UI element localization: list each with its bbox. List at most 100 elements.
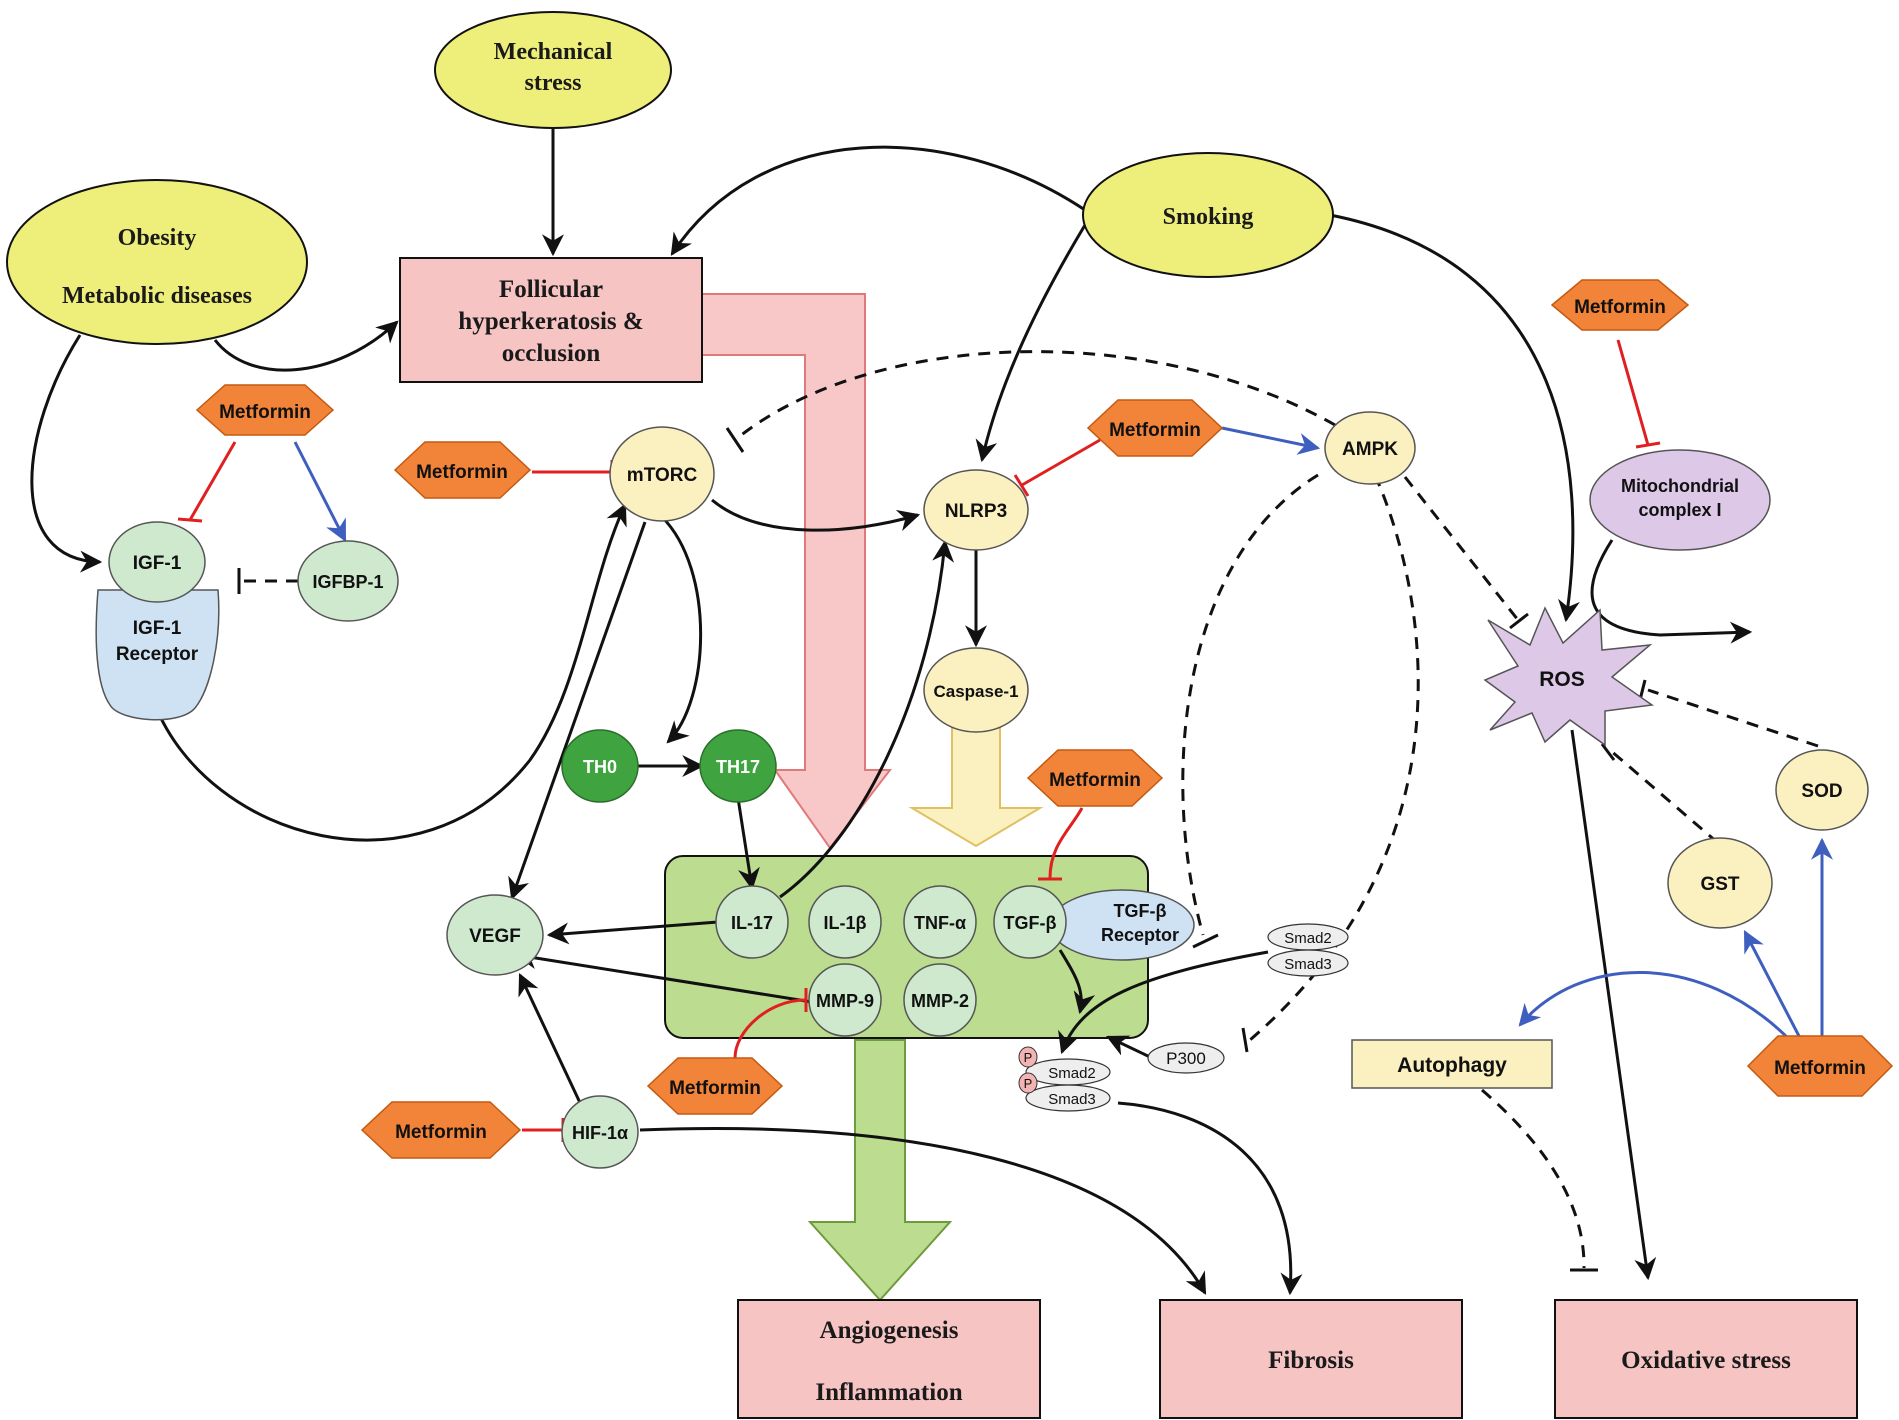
sod-inhibits-ros-line	[1647, 688, 1819, 748]
caspase-to-box-block-arrow	[908, 727, 1044, 848]
svg-text:Oxidative stress: Oxidative stress	[1621, 1347, 1791, 1374]
svg-text:Smad2: Smad2	[1048, 1065, 1096, 1082]
svg-text:Smad3: Smad3	[1284, 956, 1332, 973]
follicular-hyperkeratosis-box: Follicular hyperkeratosis & occlusion	[399, 257, 703, 383]
svg-text:VEGF: VEGF	[469, 926, 521, 947]
ros-node: ROS	[1483, 606, 1655, 747]
ampk-inhibits-ros-line	[1403, 476, 1520, 621]
obesity-to-follicular-arrow	[213, 320, 399, 372]
metformin-inhibits-nlrp3-line	[1021, 438, 1101, 487]
svg-text:Metabolic diseases: Metabolic diseases	[62, 283, 252, 309]
svg-text:TH17: TH17	[716, 757, 760, 777]
svg-text:Caspase-1: Caspase-1	[933, 682, 1018, 701]
p300-to-psmad-arrow	[1106, 1035, 1151, 1059]
svg-text:Obesity: Obesity	[118, 225, 197, 251]
igf-receptor-to-mtorc-arrow	[153, 503, 627, 842]
metformin-activations	[293, 426, 1833, 1042]
metformin-inhibitions	[177, 339, 1661, 1142]
svg-text:occlusion: occlusion	[502, 340, 601, 367]
mechanical-stress-node: Mechanical stress	[434, 11, 672, 129]
svg-text:TGF-β: TGF-β	[1114, 901, 1167, 921]
mtorc-node: mTORC	[609, 426, 715, 522]
il17-node: IL-17	[715, 885, 789, 959]
autophagy-box: Autophagy	[1351, 1039, 1553, 1089]
svg-text:Angiogenesis: Angiogenesis	[820, 1317, 959, 1344]
svg-text:P: P	[1024, 1050, 1033, 1065]
svg-text:Metformin: Metformin	[395, 1122, 487, 1143]
metformin-antioxidant-hex: Metformin	[1746, 1035, 1894, 1097]
svg-text:SOD: SOD	[1801, 781, 1842, 802]
mmp9-to-vegf-arrow	[514, 947, 813, 1004]
connections	[30, 128, 1753, 1296]
svg-text:complex I: complex I	[1638, 500, 1721, 520]
gst-inhibits-ros-line	[1609, 748, 1719, 845]
inhibition-bars	[237, 427, 1647, 1272]
th17-to-il17-arrow	[736, 797, 760, 891]
th0-node: TH0	[561, 729, 639, 803]
svg-text:GST: GST	[1700, 874, 1739, 895]
il17-to-vegf-arrow	[546, 920, 719, 945]
smad-to-psmad-arrow	[1058, 950, 1269, 1055]
hif1a-node: HIF-1α	[561, 1095, 639, 1169]
phospho-smad3-node: Smad3	[1025, 1084, 1111, 1112]
svg-text:IGFBP-1: IGFBP-1	[312, 572, 383, 592]
th17-node: TH17	[699, 729, 777, 803]
mitochondrial-complex-node: Mitochondrial complex I	[1589, 449, 1771, 551]
caspase1-node: Caspase-1	[923, 647, 1029, 733]
svg-text:P300: P300	[1166, 1049, 1206, 1068]
smad3-node: Smad3	[1267, 949, 1349, 977]
mtorc-to-vegf-arrow	[508, 521, 647, 901]
metformin-inhibits-mito-line	[1616, 339, 1650, 446]
ros-to-oxidative-arrow	[1570, 729, 1657, 1281]
svg-text:HIF-1α: HIF-1α	[572, 1123, 628, 1143]
svg-text:AMPK: AMPK	[1342, 439, 1398, 460]
svg-text:MMP-2: MMP-2	[911, 991, 969, 1011]
metformin-mtorc-hex: Metformin	[393, 441, 532, 499]
nlrp3-node: NLRP3	[923, 469, 1029, 551]
svg-text:mTORC: mTORC	[627, 465, 698, 486]
svg-text:Mechanical: Mechanical	[494, 39, 613, 65]
p300-node: P300	[1147, 1042, 1225, 1074]
svg-text:Receptor: Receptor	[116, 644, 199, 665]
mmp2-node: MMP-2	[903, 963, 977, 1037]
svg-text:ROS: ROS	[1539, 668, 1585, 691]
svg-text:stress: stress	[525, 70, 582, 96]
metformin-tgfb-hex: Metformin	[1026, 749, 1164, 807]
igfbp1-node: IGFBP-1	[297, 540, 399, 622]
smoking-to-ros-arrow	[1329, 213, 1580, 623]
il1b-node: IL-1β	[808, 885, 882, 959]
svg-text:Inflammation: Inflammation	[815, 1379, 962, 1406]
svg-text:Smad3: Smad3	[1048, 1091, 1096, 1108]
tnfa-node: TNF-α	[903, 885, 977, 959]
autophagy-inhibits-oxidative-line	[1481, 1088, 1586, 1269]
il17-to-nlrp3-arrow	[779, 539, 955, 899]
svg-text:TH0: TH0	[583, 757, 617, 777]
metformin-mito-hex: Metformin	[1550, 279, 1690, 331]
fibrosis-box: Fibrosis	[1159, 1299, 1463, 1419]
smoking-to-nlrp3-arrow	[975, 224, 1087, 463]
obesity-to-igf1-arrow	[30, 334, 103, 573]
hif1a-to-fibrosis-arrow	[639, 1127, 1207, 1295]
smoking-to-follicular-arrow	[670, 145, 1086, 256]
vegf-node: VEGF	[446, 894, 544, 976]
metformin-inhibits-tgfbr-line	[1048, 807, 1084, 879]
mmp9-node: MMP-9	[808, 963, 882, 1037]
svg-text:Metformin: Metformin	[1109, 420, 1201, 441]
igf1-node: IGF-1	[108, 521, 206, 603]
gst-node: GST	[1667, 837, 1773, 929]
box-to-angiogenesis-block-arrow	[807, 1039, 953, 1302]
svg-text:TGF-β: TGF-β	[1004, 913, 1057, 933]
phosphate-badge-1: P	[1018, 1046, 1038, 1068]
svg-text:Metformin: Metformin	[219, 402, 311, 423]
obesity-metabolic-node: Obesity Metabolic diseases	[6, 179, 308, 345]
metformin-inhibits-mmp9-line	[733, 998, 806, 1059]
ampk-inhibits-mtorc-line	[734, 350, 1336, 442]
svg-text:Smoking: Smoking	[1163, 204, 1254, 230]
mito-to-out-arrow	[1590, 539, 1753, 644]
svg-text:Mitochondrial: Mitochondrial	[1621, 476, 1739, 496]
svg-text:Autophagy: Autophagy	[1397, 1054, 1507, 1077]
svg-text:Smad2: Smad2	[1284, 930, 1332, 947]
svg-text:TNF-α: TNF-α	[914, 913, 966, 933]
tgfb-to-psmad-arrow	[1058, 949, 1096, 1015]
